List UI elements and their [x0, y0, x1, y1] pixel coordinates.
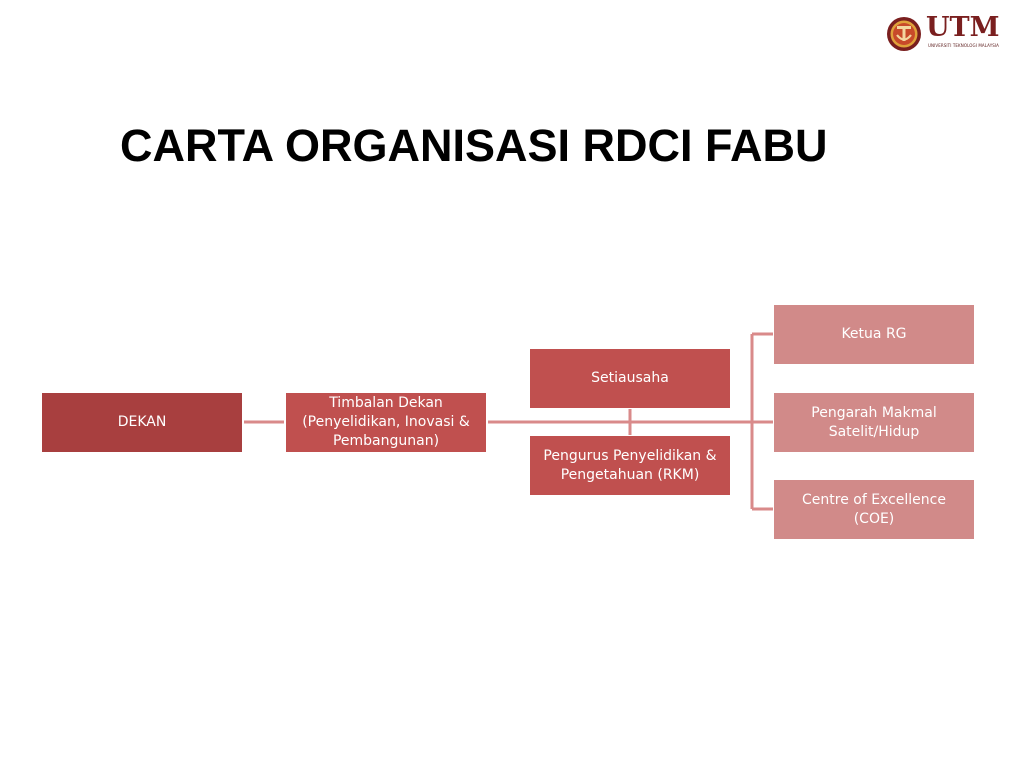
utm-logo: UTM UNIVERSITI TEKNOLOGI MALAYSIA [886, 12, 1002, 56]
node-pengarah-makmal: Pengarah Makmal Satelit/Hidup [773, 392, 975, 453]
node-dekan-label: DEKAN [117, 414, 167, 430]
node-timbalan-dekan: Timbalan Dekan (Penyelidikan, Inovasi & … [285, 392, 487, 453]
node-pengarah-makmal-label: Pengarah Makmal Satelit/Hidup [811, 404, 937, 440]
node-coe: Centre of Excellence (COE) [773, 479, 975, 540]
node-pengurus-label: Pengurus Penyelidikan & Pengetahuan (RKM… [543, 447, 717, 483]
node-ketua-rg: Ketua RG [773, 304, 975, 365]
node-pengurus: Pengurus Penyelidikan & Pengetahuan (RKM… [529, 435, 731, 496]
page-title: CARTA ORGANISASI RDCI FABU [120, 120, 828, 171]
node-dekan: DEKAN [41, 392, 243, 453]
node-timbalan-dekan-label: Timbalan Dekan (Penyelidikan, Inovasi & … [302, 395, 470, 449]
node-coe-label: Centre of Excellence (COE) [802, 491, 946, 527]
node-setiausaha-label: Setiausaha [591, 370, 669, 386]
utm-wordmark: UTM [926, 12, 1000, 43]
utm-subtitle: UNIVERSITI TEKNOLOGI MALAYSIA [928, 43, 1000, 48]
node-setiausaha: Setiausaha [529, 348, 731, 409]
utm-emblem-icon [887, 17, 921, 51]
node-ketua-rg-label: Ketua RG [841, 326, 907, 342]
